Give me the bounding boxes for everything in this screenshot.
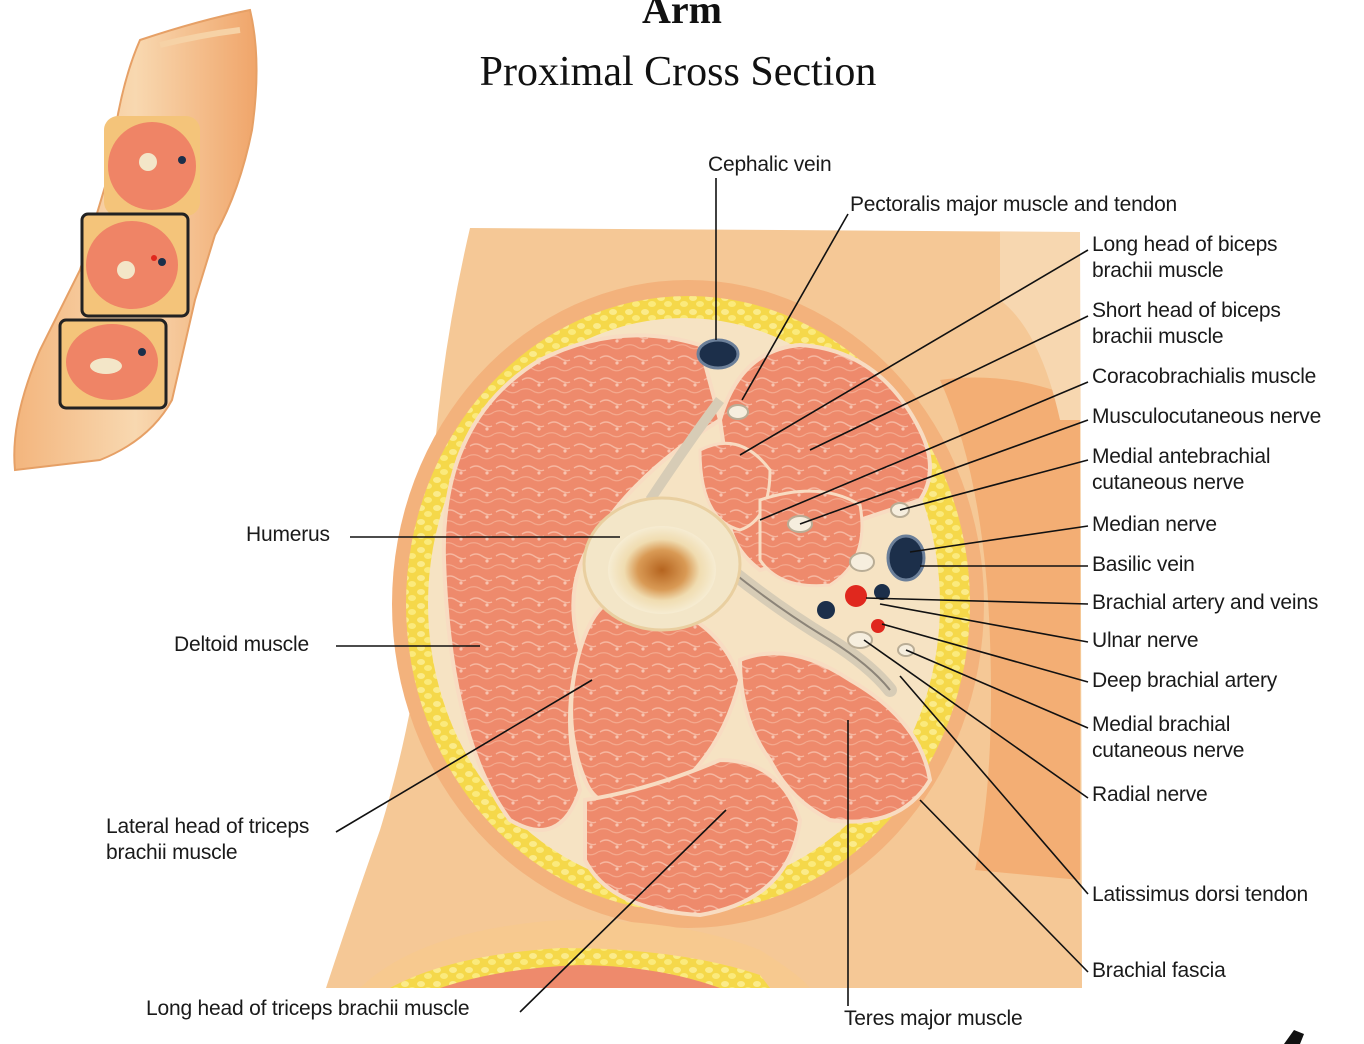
label-latissimus-dorsi: Latissimus dorsi tendon xyxy=(1092,882,1308,908)
arm-thumbnail xyxy=(14,10,256,470)
label-medial-antebrachial-2: cutaneous nerve xyxy=(1092,470,1244,496)
deep-brachial-artery-vessel xyxy=(871,619,885,633)
label-long-head-biceps-2: brachii muscle xyxy=(1092,258,1223,284)
label-brachial-artery: Brachial artery and veins xyxy=(1092,590,1318,616)
label-short-head-biceps-2: brachii muscle xyxy=(1092,324,1223,350)
thumbnail-section-lower[interactable] xyxy=(60,320,166,408)
label-medial-brachial-2: cutaneous nerve xyxy=(1092,738,1244,764)
label-long-head-biceps-1: Long head of biceps xyxy=(1092,232,1277,258)
basilic-vein-vessel xyxy=(888,536,924,580)
label-radial-nerve: Radial nerve xyxy=(1092,782,1208,808)
brachial-artery-vessel xyxy=(845,585,867,607)
label-coracobrachialis: Coracobrachialis muscle xyxy=(1092,364,1316,390)
label-ulnar-nerve: Ulnar nerve xyxy=(1092,628,1198,654)
label-medial-antebrachial-1: Medial antebrachial xyxy=(1092,444,1270,470)
label-basilic-vein: Basilic vein xyxy=(1092,552,1195,578)
label-musculocutaneous-nerve: Musculocutaneous nerve xyxy=(1092,404,1321,430)
label-medial-brachial-1: Medial brachial xyxy=(1092,712,1230,738)
corner-mark xyxy=(1284,1030,1304,1044)
thumbnail-section-upper xyxy=(104,116,200,216)
label-pectoralis-major: Pectoralis major muscle and tendon xyxy=(850,192,1177,218)
thumbnail-section-middle[interactable] xyxy=(82,214,188,316)
label-median-nerve: Median nerve xyxy=(1092,512,1217,538)
cross-section xyxy=(326,228,1082,988)
cephalic-vein-vessel xyxy=(698,340,738,368)
label-deltoid: Deltoid muscle xyxy=(174,632,309,658)
coracobrachialis-muscle xyxy=(760,491,862,586)
label-teres-major: Teres major muscle xyxy=(844,1006,1022,1032)
label-lateral-triceps-1: Lateral head of triceps xyxy=(106,814,309,840)
label-short-head-biceps-1: Short head of biceps xyxy=(1092,298,1281,324)
label-deep-brachial-artery: Deep brachial artery xyxy=(1092,668,1277,694)
label-cephalic-vein: Cephalic vein xyxy=(708,152,831,178)
label-humerus: Humerus xyxy=(246,522,330,548)
label-lateral-triceps-2: brachii muscle xyxy=(106,840,237,866)
humerus-bone xyxy=(584,498,740,630)
label-brachial-fascia: Brachial fascia xyxy=(1092,958,1226,984)
label-long-triceps: Long head of triceps brachii muscle xyxy=(146,996,469,1022)
